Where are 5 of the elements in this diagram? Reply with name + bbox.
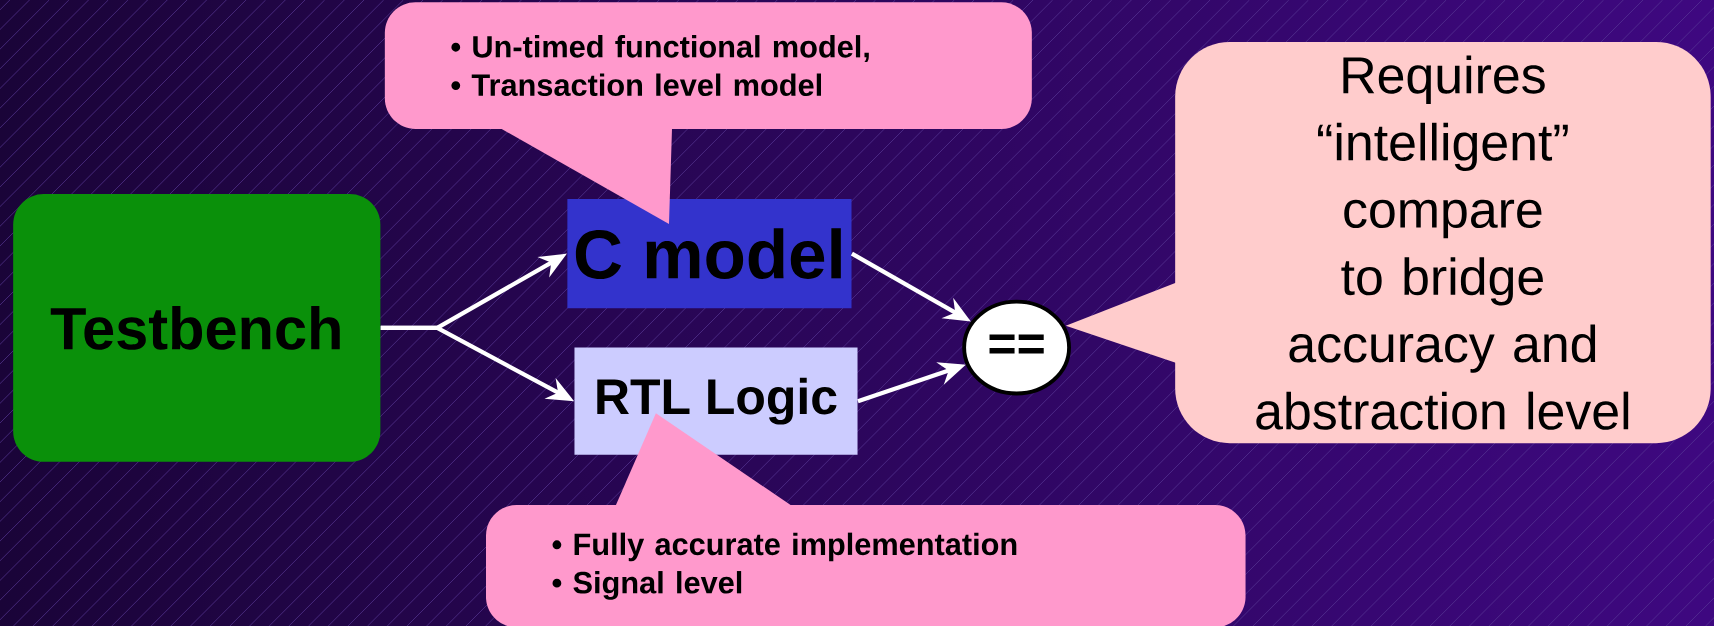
callout-bubble: Requires “intelligent” compare to bridge accuracy and abstraction level (1065, 41, 1711, 444)
process-box: C model (567, 198, 852, 309)
process-box: RTL Logic (574, 347, 858, 455)
callout-bubble: • Un-timed functional model, • Transaction level model (384, 2, 1032, 224)
process-box: Testbench (13, 193, 381, 462)
